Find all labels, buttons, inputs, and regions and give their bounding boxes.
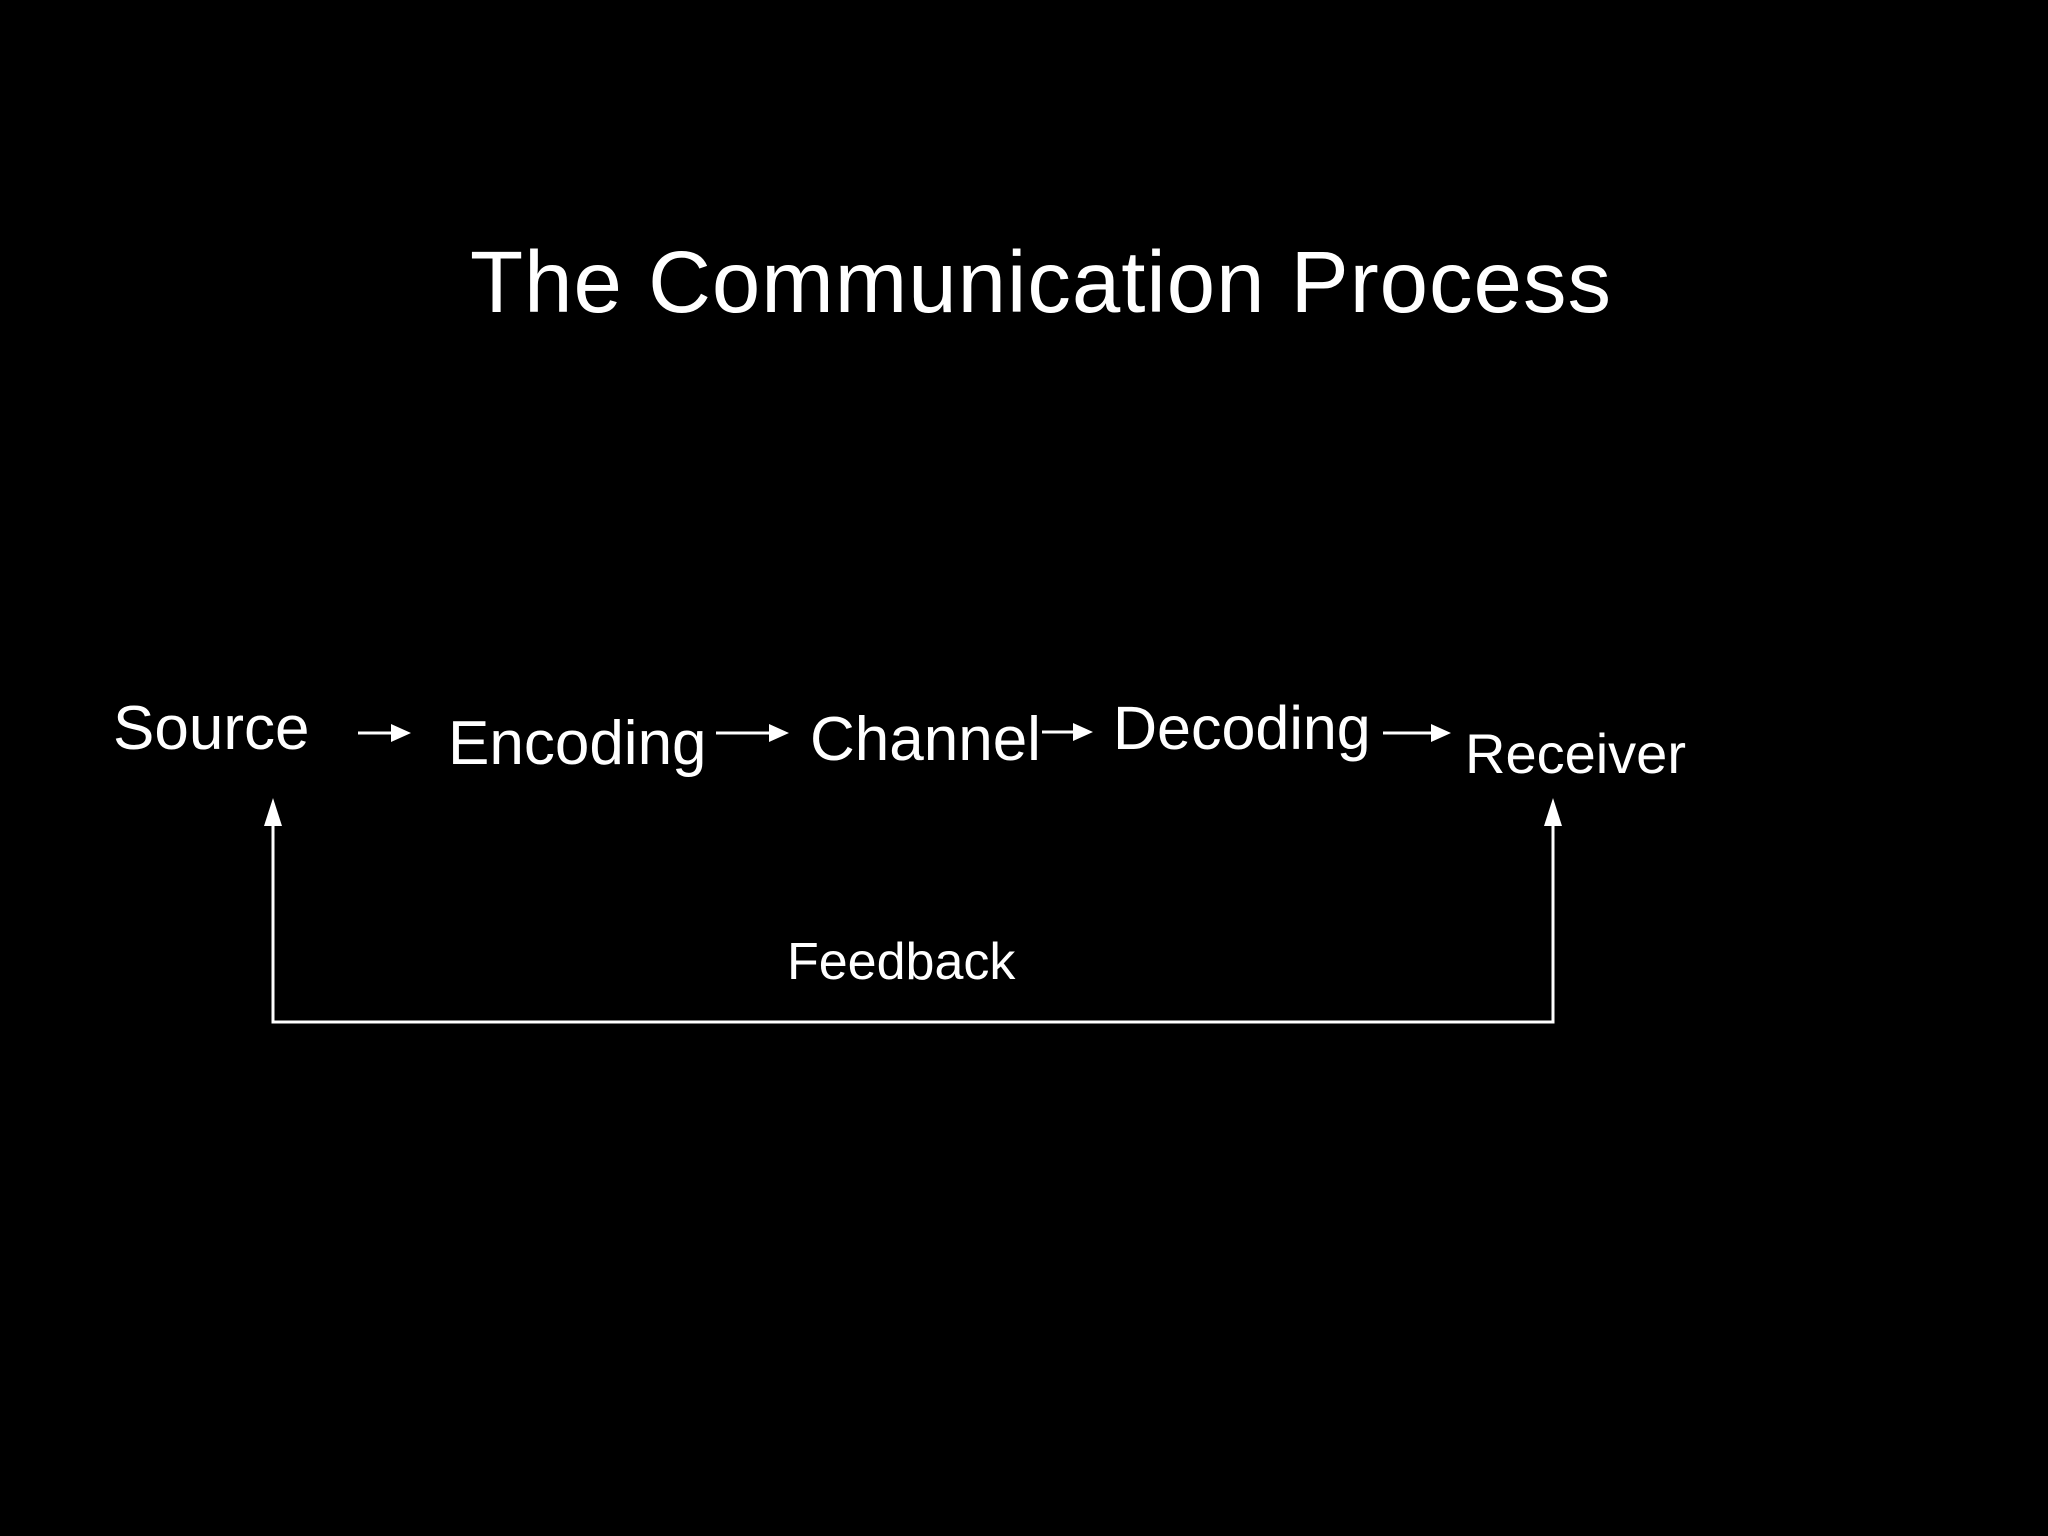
feedback-loop [264,798,1562,1024]
slide-title: The Communication Process [470,234,1612,331]
node-decoding: Decoding [1113,694,1371,762]
node-receiver: Receiver [1465,722,1686,785]
node-source: Source [113,694,310,763]
flow-arrow-source-encoding-head-icon [391,724,411,742]
flow-arrow-decoding-receiver [1383,724,1451,742]
flow-arrow-channel-decoding-head-icon [1073,723,1093,741]
flow-arrow-encoding-channel [716,724,789,742]
feedback-loop-line [271,815,1555,1024]
flow-arrow-channel-decoding [1042,723,1093,741]
flow-arrow-decoding-receiver-head-icon [1431,724,1451,742]
feedback-right-arrowhead-icon [1544,798,1562,826]
feedback-label: Feedback [787,933,1016,991]
node-encoding: Encoding [448,709,707,778]
node-channel: Channel [810,705,1041,774]
feedback-left-arrowhead-icon [264,798,282,826]
flow-arrow-encoding-channel-head-icon [769,724,789,742]
flow-arrow-source-encoding [358,724,411,742]
